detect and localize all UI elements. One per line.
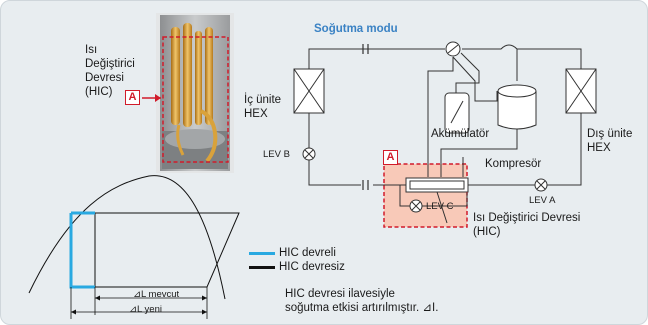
- delta-new-label: ⊿L yeni: [129, 303, 162, 317]
- saturation-dome: [29, 176, 225, 299]
- legend-swatch-without-hic: [249, 266, 275, 269]
- legend-with-hic: HIC devreli: [279, 246, 336, 260]
- delta-current-label: ⊿L mevcut: [133, 288, 179, 302]
- legend-without-hic: HIC devresiz: [279, 260, 345, 274]
- note-line-2: soğutma etkisi artırılmıştır. ⊿I.: [285, 301, 438, 315]
- cycle-with-hic: [71, 213, 95, 287]
- cycle-without-hic: [71, 213, 239, 287]
- note-line-1: HIC devresi ilavesiyle: [285, 287, 395, 301]
- legend-swatch-with-hic: [249, 252, 275, 255]
